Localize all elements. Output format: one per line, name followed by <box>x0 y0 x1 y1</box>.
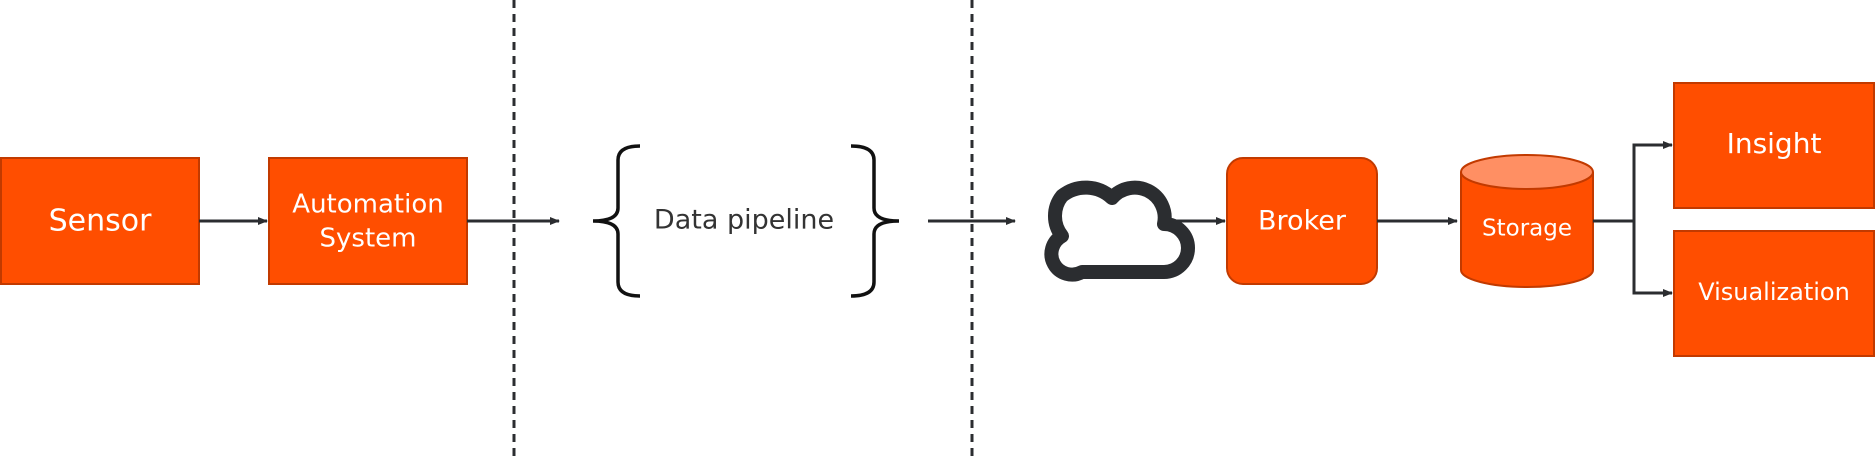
cloud-icon <box>1044 180 1195 282</box>
sensor-label: Sensor <box>49 204 152 239</box>
automation-label-line2: System <box>320 224 417 254</box>
arrow-storage-to-insight <box>1593 141 1673 223</box>
insight-label: Insight <box>1727 127 1822 160</box>
automation-label-line1: Automation <box>292 190 443 220</box>
sensor-node: Sensor <box>0 157 200 285</box>
insight-node: Insight <box>1673 82 1875 209</box>
automation-system-node: Automation System <box>268 157 468 285</box>
right-brace-icon <box>850 144 900 298</box>
data-pipeline-group: Data pipeline <box>592 144 900 298</box>
broker-node: Broker <box>1226 157 1378 285</box>
arrow-storage-to-visualization <box>1632 221 1673 297</box>
storage-label: Storage <box>1482 216 1572 242</box>
left-brace-icon <box>592 144 641 298</box>
visualization-node: Visualization <box>1673 230 1875 357</box>
data-pipeline-label: Data pipeline <box>654 205 834 236</box>
visualization-label: Visualization <box>1698 278 1850 306</box>
broker-label: Broker <box>1258 206 1347 237</box>
storage-node: Storage <box>1460 154 1594 288</box>
